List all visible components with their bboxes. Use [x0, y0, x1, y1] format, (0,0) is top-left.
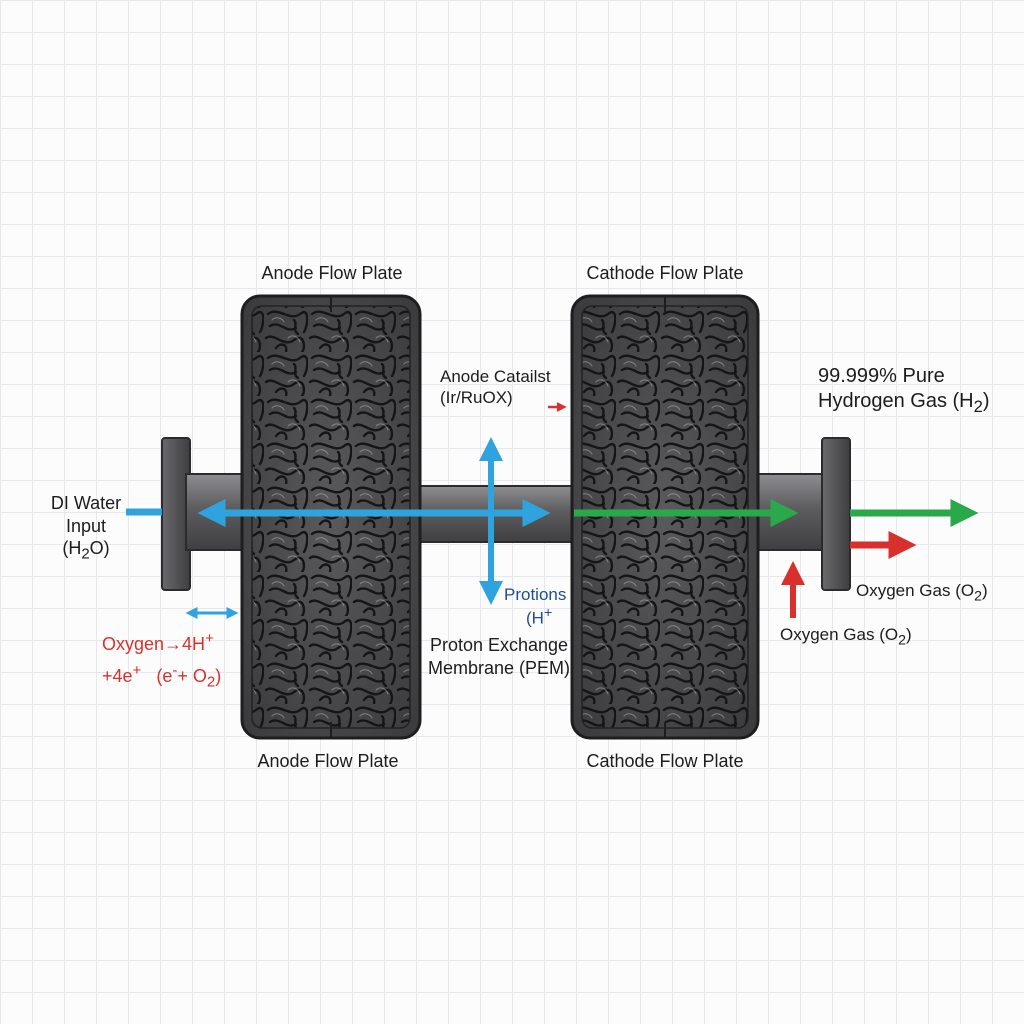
- anode-catalyst-label: Anode Catailst (Ir/RuOX): [440, 366, 551, 409]
- water-input-line1: DI Water: [50, 493, 122, 513]
- hydrogen-gas-text: Hydrogen Gas (H2): [818, 390, 990, 416]
- oxygen-gas-right-label: Oxygen Gas (O2): [856, 581, 988, 605]
- protons-formula: (H+: [526, 605, 553, 628]
- cathode-flow-plate: [570, 294, 760, 740]
- water-input-line2: Input: [65, 515, 107, 536]
- water-input-formula: (H2O): [62, 538, 110, 563]
- cathode-plate-bottom-label: Cathode Flow Plate: [586, 751, 744, 771]
- pem-line2: Membrane (PEM): [427, 657, 571, 678]
- anode-flow-plate: [240, 294, 422, 740]
- purity-text: 99.999% Pure: [818, 365, 945, 387]
- anode-catalyst-formula: (Ir/RuOX): [440, 388, 513, 408]
- protons-label: Protions (H+: [504, 584, 566, 629]
- anode-plate-bottom-label: Anode Flow Plate: [257, 751, 399, 771]
- anode-plate-top-label: Anode Flow Plate: [261, 263, 403, 283]
- hydrogen-product-label: 99.999% Pure Hydrogen Gas (H2): [818, 364, 990, 418]
- anode-reaction-label: Oxygen→4H+ +4e+ (e-+ O2): [102, 630, 221, 692]
- protons-name: Protions: [504, 585, 567, 604]
- cathode-plate-top-label: Cathode Flow Plate: [586, 263, 744, 283]
- pem-label: Proton Exchange Membrane (PEM): [420, 634, 578, 679]
- water-input-label: DI Water Input (H2O): [36, 492, 136, 564]
- anode-reaction-line1: Oxygen→4H+: [102, 630, 214, 654]
- anode-catalyst-name: Anode Catailst: [440, 367, 551, 386]
- anode-reaction-line2: +4e+ (e-+ O2): [102, 661, 222, 691]
- pem-line1: Proton Exchange: [429, 635, 569, 655]
- oxygen-gas-bottom-label: Oxygen Gas (O2): [780, 625, 912, 649]
